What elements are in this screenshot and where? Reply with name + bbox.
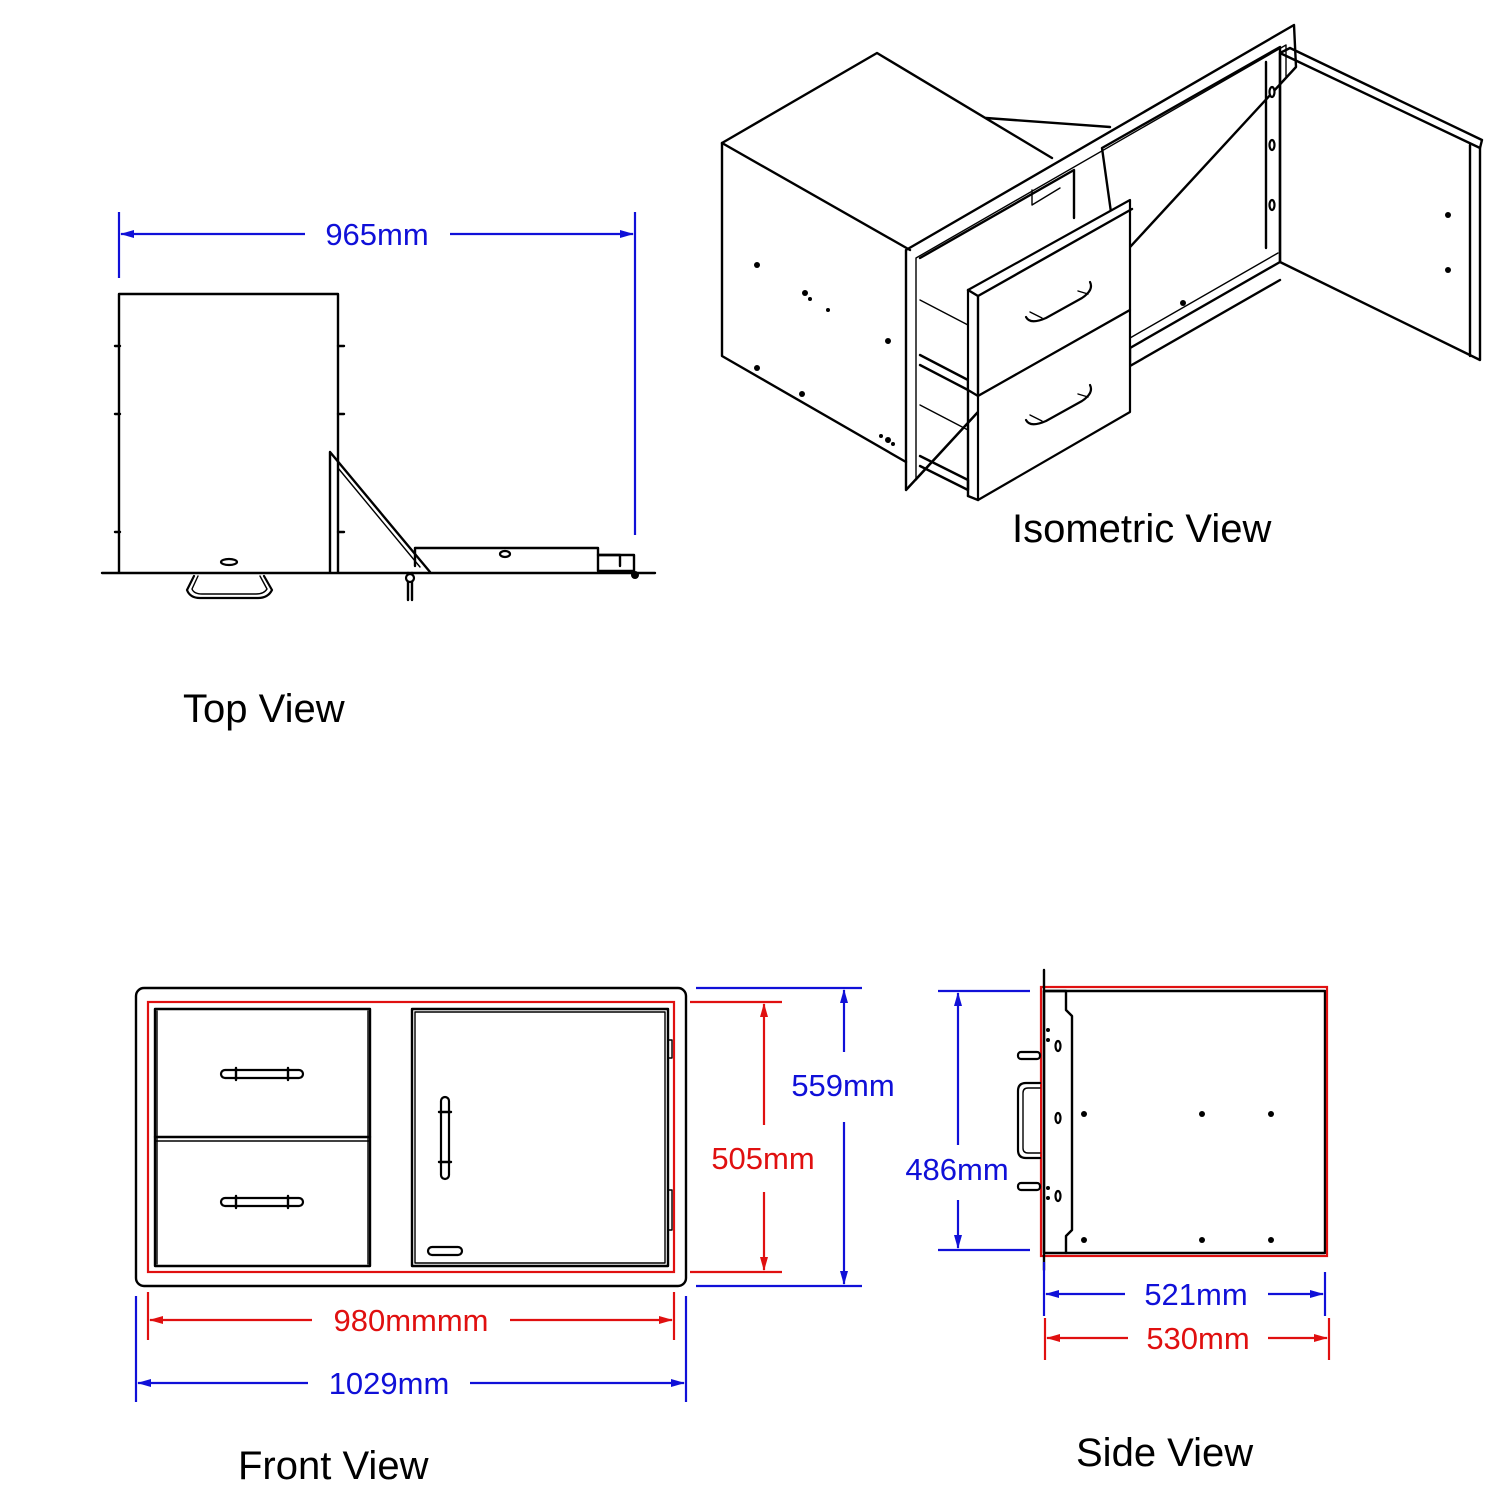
side-housing-screws (1081, 1111, 1274, 1243)
iso-drawer-cavity (918, 168, 1076, 260)
top-view-door-handle-cap (404, 572, 416, 584)
front-door-panel (410, 1007, 670, 1268)
iso-housing-screws (754, 262, 895, 446)
front-door-latch (426, 1245, 464, 1257)
top-view-screw (498, 549, 512, 559)
isometric-view-drawing (720, 23, 1484, 502)
iso-opening-ledge (1129, 252, 1279, 339)
iso-housing-edge (984, 116, 1112, 129)
top-view-drawer-handle (185, 574, 274, 600)
side-depth-dimension-blue (1042, 1262, 1327, 1316)
top-view-hinge-block (596, 553, 636, 573)
top-view-hinge-strip (413, 546, 622, 568)
side-height-dimension (938, 989, 1030, 1252)
top-view-drawer-slot (219, 557, 239, 567)
top-width-dimension (117, 212, 637, 535)
front-door-handle (437, 1095, 453, 1181)
side-depth-inner-label: 521mm (1144, 1277, 1247, 1312)
front-cutout-outline (146, 1000, 676, 1274)
front-view-drawing (134, 986, 688, 1288)
iso-upper-handle (1024, 280, 1093, 323)
top-view-drawer-handle-inner (191, 575, 268, 595)
side-view-drawing (1016, 968, 1329, 1272)
front-view-label: Front View (238, 1444, 429, 1488)
side-drawer-handle-inner (1022, 1087, 1041, 1154)
iso-housing-side (720, 141, 908, 464)
top-view-door-inner (337, 467, 421, 568)
iso-open-door (1278, 51, 1482, 362)
side-housing (1042, 989, 1327, 1255)
iso-upper-drawer-side (919, 299, 969, 326)
side-lower-knob (1016, 1181, 1042, 1192)
iso-housing-top (720, 51, 1054, 252)
iso-upper-slide (918, 353, 970, 392)
front-outer-flange (134, 986, 688, 1288)
front-cutout-height-label: 505mm (711, 1141, 814, 1176)
side-upper-knob (1016, 1050, 1042, 1061)
iso-hinge-screws (1268, 85, 1276, 212)
front-lower-drawer-handle (219, 1194, 305, 1210)
front-outer-height-label: 559mm (791, 1068, 894, 1103)
side-depth-dimension-red (1043, 1318, 1331, 1360)
iso-lower-slide (918, 454, 970, 492)
top-view-body-tabs (113, 344, 346, 534)
iso-lower-drawer-corner (966, 494, 980, 502)
top-view-drawing (100, 292, 657, 602)
side-view-label: Side View (1076, 1431, 1253, 1475)
top-width-label: 965mm (325, 217, 428, 252)
front-height-dimension-blue (696, 986, 862, 1288)
front-door-hinges (667, 1039, 673, 1231)
iso-drawer-cavity-inner (1031, 187, 1061, 206)
side-height-label: 486mm (905, 1152, 1008, 1187)
front-upper-drawer-handle (219, 1066, 305, 1082)
top-view-latch (631, 571, 639, 579)
side-drawer-handle (1016, 1081, 1042, 1160)
top-view-open-door (328, 450, 432, 574)
isometric-view-label: Isometric View (1012, 507, 1271, 551)
iso-lower-handle-posts (1029, 393, 1089, 422)
iso-door-screw-2 (1445, 267, 1451, 273)
side-rail-screws (1046, 1028, 1062, 1203)
front-width-dimension-blue (134, 1296, 688, 1402)
front-cutout-width-label: 980mmmm (333, 1303, 488, 1338)
top-view-label: Top View (183, 687, 345, 731)
iso-flange-outer (904, 23, 1298, 492)
side-depth-outer-label: 530mm (1146, 1321, 1249, 1356)
iso-sill-screw (1180, 300, 1186, 306)
iso-open-door-top-edge (1278, 46, 1484, 150)
front-height-dimension-red (690, 1000, 782, 1274)
side-cutout-outline (1039, 985, 1329, 1258)
front-door-inner (414, 1011, 666, 1264)
iso-opening-sill (1128, 278, 1282, 368)
front-width-dimension-red (146, 1292, 676, 1340)
iso-door-screw-1 (1445, 212, 1451, 218)
top-view-body-outline (117, 292, 340, 574)
iso-lower-handle (1024, 383, 1093, 426)
iso-flange-inner (915, 44, 1287, 481)
front-outer-width-label: 1029mm (329, 1366, 450, 1401)
iso-lower-drawer-side (919, 404, 969, 431)
iso-upper-handle-posts (1029, 290, 1089, 319)
